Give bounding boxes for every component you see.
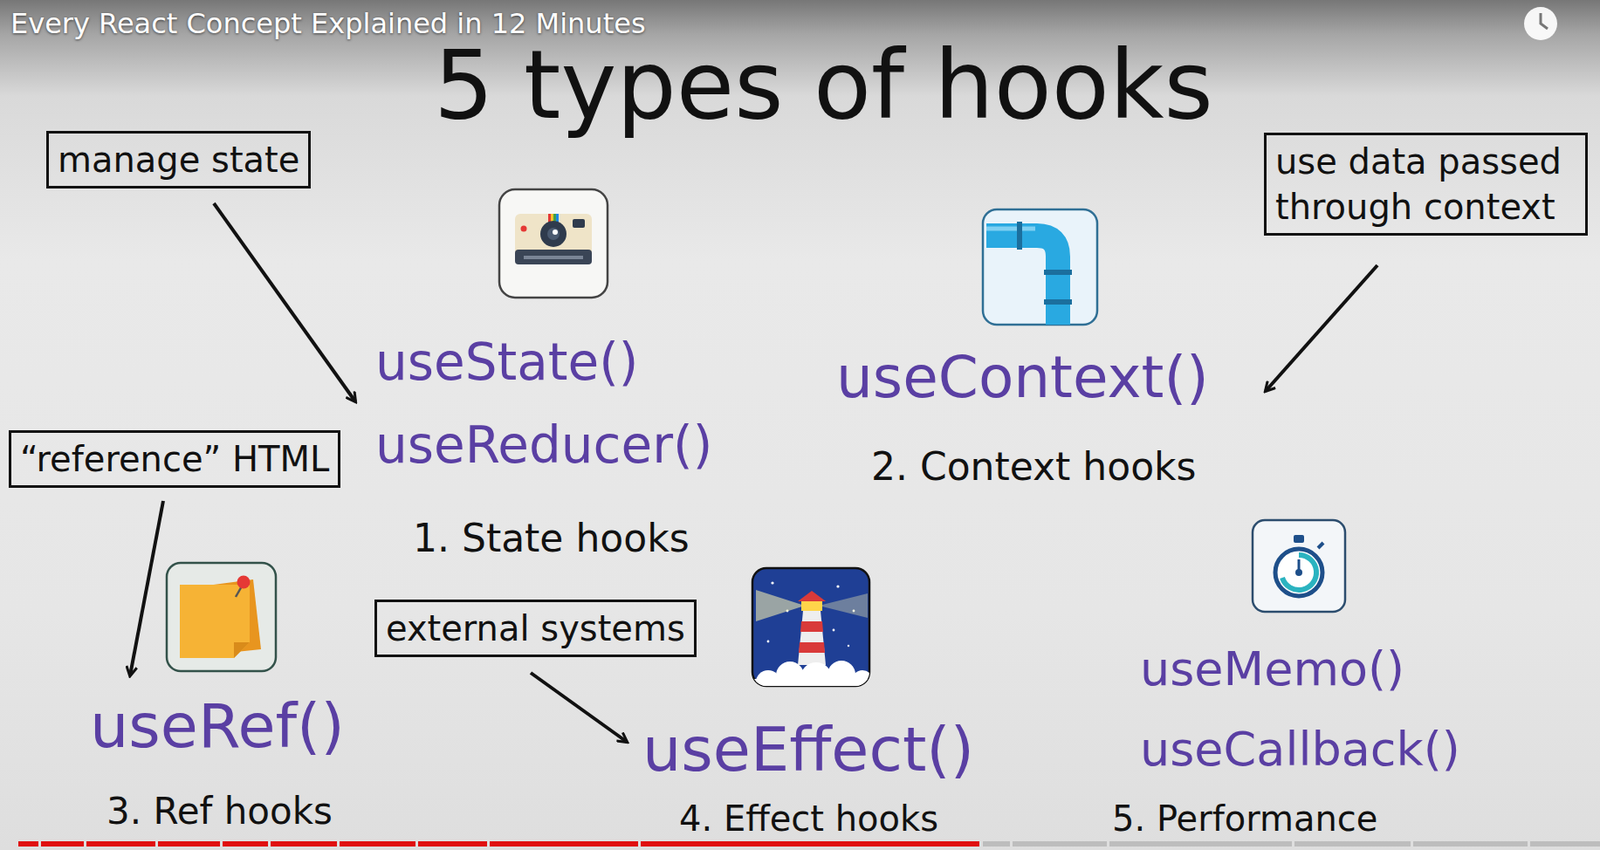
- callout-box: “reference” HTML: [8, 430, 341, 488]
- callout-box: manage state: [46, 130, 311, 189]
- callout-text: “reference” HTML: [20, 436, 330, 482]
- hook-name: useReducer(): [375, 416, 713, 475]
- progress-bar: [18, 841, 1600, 847]
- hook-name: useMemo(): [1139, 642, 1405, 697]
- diagram-title: 5 types of hooks: [433, 31, 1214, 140]
- category-label: 3. Ref hooks: [106, 790, 333, 833]
- category-label: 2. Context hooks: [871, 445, 1196, 490]
- callout-text: use data passed through context: [1275, 138, 1577, 230]
- leader-arrow: [530, 672, 627, 742]
- stopwatch-icon: [1252, 520, 1346, 612]
- hook-name: useRef(): [89, 691, 345, 763]
- callout-box: external systems: [374, 599, 697, 658]
- video-title: Every React Concept Explained in 12 Minu…: [10, 7, 646, 41]
- leader-arrow: [130, 501, 164, 676]
- callout-text: external systems: [385, 605, 686, 652]
- player-clock-icon: [1524, 6, 1558, 41]
- callout-box: use data passed through context: [1263, 132, 1588, 236]
- leader-arrow: [213, 203, 356, 402]
- leader-arrow: [1265, 265, 1378, 392]
- lighthouse-icon: [752, 568, 873, 695]
- sticky-note-icon: [166, 563, 276, 672]
- pipe-icon: [982, 209, 1098, 325]
- category-label: 4. Effect hooks: [679, 799, 939, 838]
- callout-text: manage state: [57, 137, 300, 183]
- camera-icon: [499, 189, 608, 298]
- hook-name: useCallback(): [1139, 722, 1461, 777]
- hook-name: useState(): [375, 333, 639, 392]
- hook-name: useContext(): [836, 344, 1209, 412]
- category-label: 5. Performance: [1112, 799, 1378, 838]
- hook-name: useEffect(): [642, 714, 975, 786]
- category-label: 1. State hooks: [412, 516, 690, 562]
